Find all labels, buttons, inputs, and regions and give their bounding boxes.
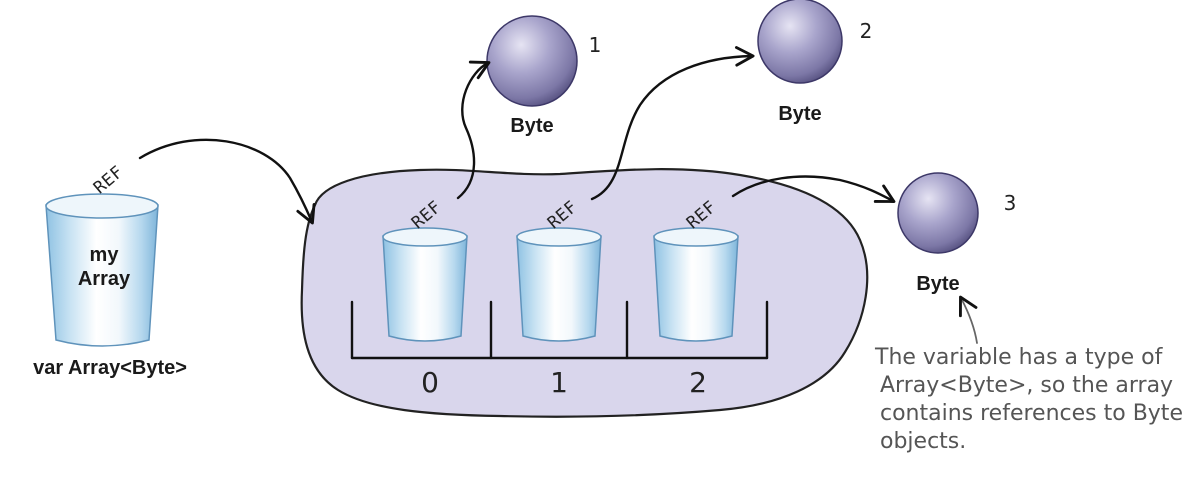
byte-object-3-label: Byte <box>916 273 959 295</box>
byte-object-3-number: 3 <box>1004 191 1017 215</box>
array-cup-1 <box>516 227 602 342</box>
byte-object-2-number: 2 <box>860 19 873 43</box>
slot-index-1: 1 <box>550 366 568 399</box>
arrow-variable-to-array <box>138 138 316 225</box>
annotation-line-3: contains references to Byte <box>880 401 1183 426</box>
annotation-note: The variable has a type of Array<Byte>, … <box>874 345 1183 454</box>
byte-object-2-label: Byte <box>778 103 821 125</box>
arrow-slot1-to-byte2 <box>590 46 755 201</box>
arrow-slot2-to-byte3 <box>731 175 896 203</box>
annotation-pointer-arrow <box>958 295 978 344</box>
annotation-line-1: The variable has a type of <box>874 345 1164 370</box>
slot-index-2: 2 <box>689 366 707 399</box>
variable-name-line1: my <box>90 244 120 266</box>
array-slot-rack <box>350 300 769 360</box>
variable-name-line2: Array <box>78 268 131 290</box>
variable-declaration: var Array<Byte> <box>33 357 187 379</box>
annotation-line-2: Array<Byte>, so the array <box>880 373 1173 398</box>
annotation-line-4: objects. <box>880 429 966 454</box>
byte-object-3 <box>897 172 979 254</box>
array-cup-0 <box>382 227 468 342</box>
byte-object-1-label: Byte <box>510 115 553 137</box>
byte-object-2 <box>757 0 843 84</box>
variable-ref-label: REF <box>90 162 128 198</box>
slot-index-0: 0 <box>421 366 439 399</box>
byte-object-1 <box>486 15 578 107</box>
byte-object-1-number: 1 <box>589 33 602 57</box>
variable-cup <box>45 193 159 347</box>
array-cup-2 <box>653 227 739 342</box>
arrow-slot0-to-byte1 <box>456 60 491 200</box>
